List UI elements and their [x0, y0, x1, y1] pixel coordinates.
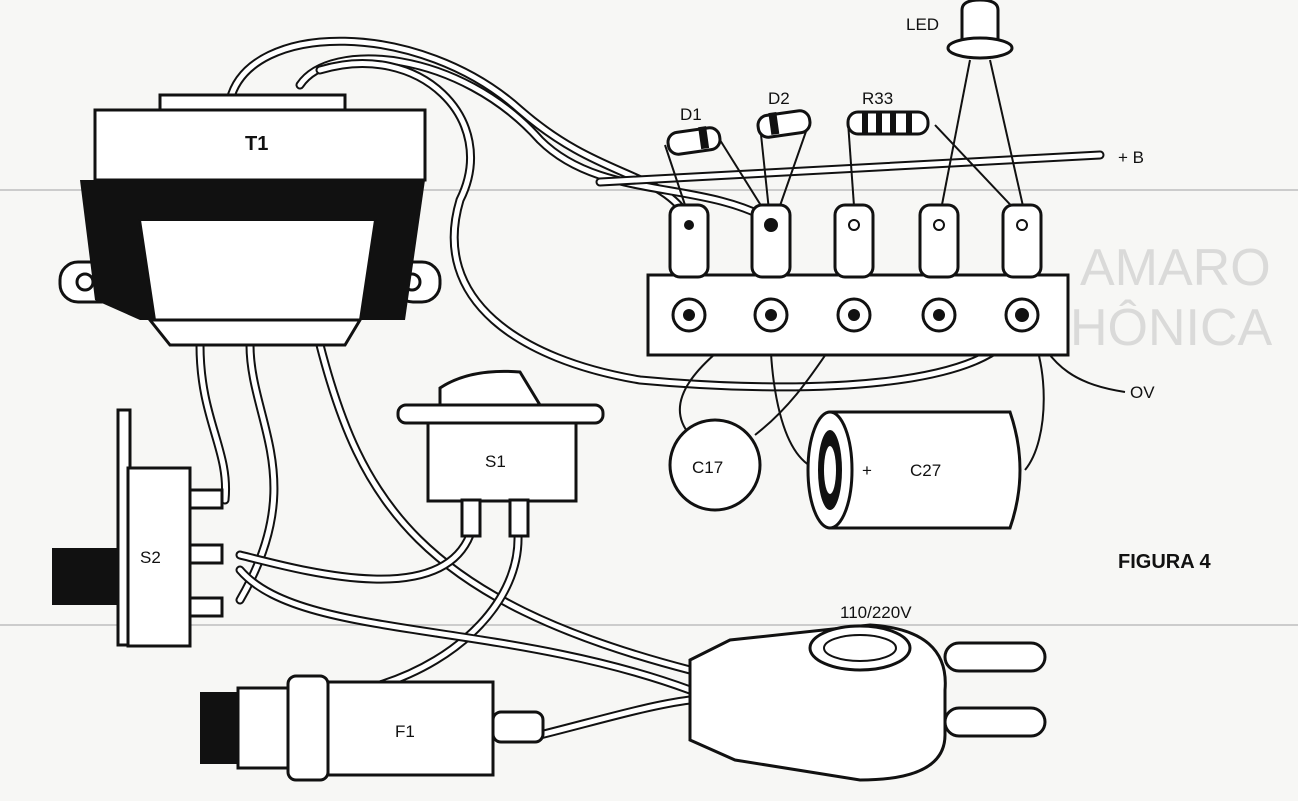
mains-voltage-label: 110/220V	[840, 603, 912, 622]
c17-label: C17	[692, 458, 723, 477]
switch-s2: S2	[52, 408, 224, 648]
resistor-r33: R33	[846, 89, 930, 136]
svg-text:HÔNICA: HÔNICA	[1070, 299, 1273, 357]
positive-terminal-label: + B	[1118, 148, 1144, 167]
s2-label: S2	[140, 548, 161, 567]
capacitor-c27: + C27	[806, 410, 1022, 530]
led: LED	[906, 0, 1014, 60]
wires	[195, 36, 1126, 740]
diode-d1: D1	[666, 105, 722, 156]
terminal-lugs	[668, 203, 1043, 279]
capacitor-c17: C17	[668, 418, 762, 512]
d1-label: D1	[680, 105, 702, 124]
c27-label: C27	[910, 461, 941, 480]
diode-d2: D2	[756, 89, 812, 139]
switch-s1: S1	[396, 369, 605, 538]
r33-label: R33	[862, 89, 893, 108]
s1-label: S1	[485, 452, 506, 471]
transformer-t1: T1	[58, 93, 442, 347]
terminal-strip	[646, 203, 1070, 357]
led-label: LED	[906, 15, 939, 34]
t1-label: T1	[245, 133, 268, 155]
figure-title: FIGURA 4	[1118, 551, 1211, 573]
c27-polarity: +	[862, 461, 872, 480]
d2-label: D2	[768, 89, 790, 108]
mains-plug: 110/220V	[688, 603, 1047, 782]
svg-text:AMARO: AMARO	[1080, 239, 1271, 297]
terminal-screws	[671, 297, 1040, 333]
fuse-holder-f1: F1	[200, 674, 545, 782]
f1-label: F1	[395, 722, 415, 741]
ground-terminal-label: OV	[1130, 383, 1155, 402]
